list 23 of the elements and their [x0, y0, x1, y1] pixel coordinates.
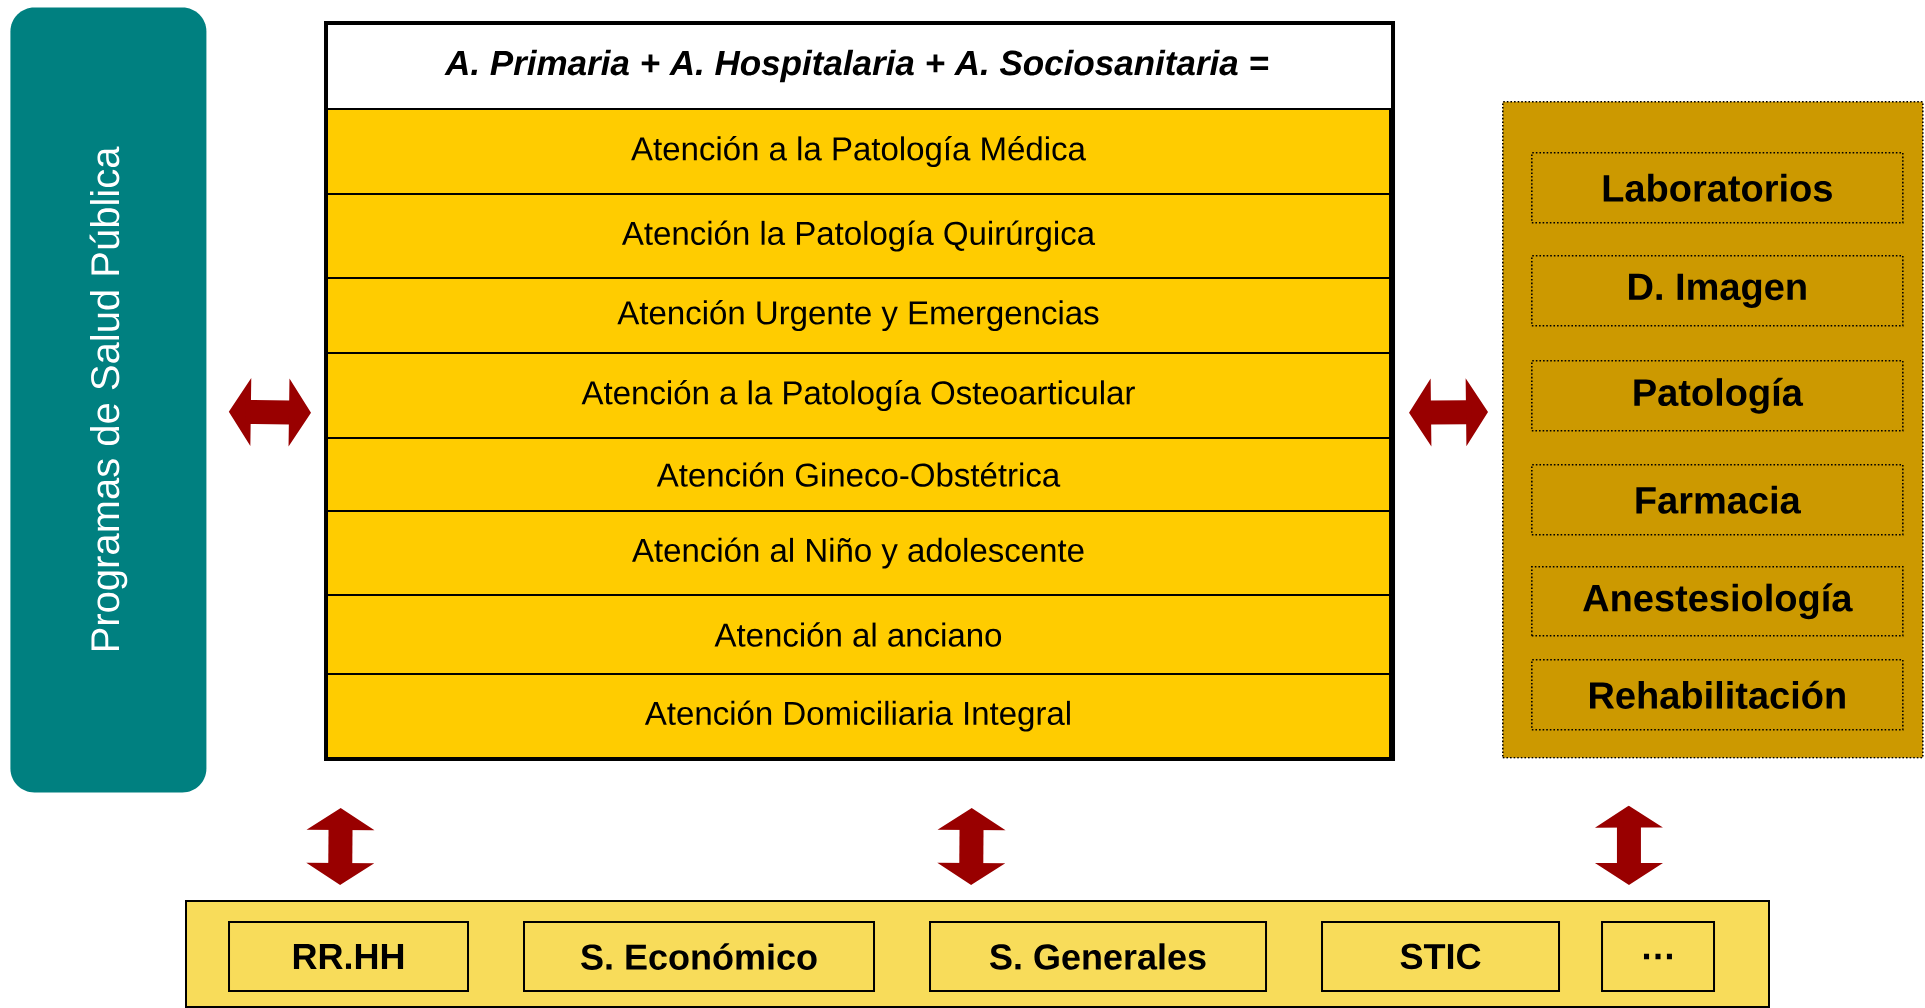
- care-row: Atención al Niño y adolescente: [326, 510, 1391, 596]
- programs-panel: Programas de Salud Pública: [10, 7, 207, 793]
- care-row: Atención la Patología Quirúrgica: [326, 193, 1391, 279]
- unit-box: Farmacia: [1531, 464, 1904, 536]
- care-row: Atención a la Patología Médica: [326, 108, 1391, 195]
- care-row: Atención Domiciliaria Integral: [326, 673, 1391, 759]
- care-row: Atención a la Patología Osteoarticular: [326, 352, 1391, 439]
- service-box: RR.HH: [228, 921, 469, 992]
- care-row: Atención Gineco-Obstétrica: [326, 437, 1391, 512]
- unit-box: Anestesiología: [1531, 566, 1904, 637]
- double-arrow: [937, 808, 1006, 885]
- service-box: S. Generales: [929, 921, 1267, 992]
- service-box: STIC: [1321, 921, 1560, 992]
- care-row: Atención al anciano: [326, 594, 1391, 675]
- unit-box: Rehabilitación: [1531, 659, 1904, 731]
- service-box: …: [1601, 921, 1715, 992]
- double-arrow: [306, 808, 375, 885]
- unit-box: Patología: [1531, 360, 1904, 432]
- service-box: S. Económico: [523, 921, 875, 992]
- double-arrow: [1409, 378, 1488, 447]
- unit-box: Laboratorios: [1531, 152, 1904, 224]
- unit-box: D. Imagen: [1531, 255, 1904, 327]
- care-row: Atención Urgente y Emergencias: [326, 277, 1391, 354]
